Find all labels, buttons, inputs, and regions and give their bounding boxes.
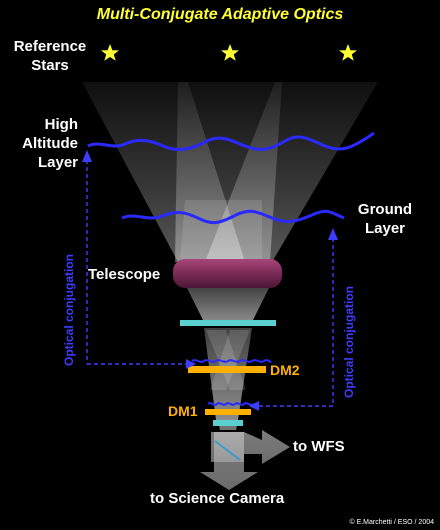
reference-stars-label: Reference Stars xyxy=(8,37,92,75)
left-conj-arrowhead-up xyxy=(82,150,92,162)
star-icon xyxy=(339,44,357,61)
credit-text: © E.Marchetti / ESO / 2004 xyxy=(349,519,434,526)
relay-mirror xyxy=(180,320,276,326)
star-icon xyxy=(221,44,239,61)
dm1-wavefront xyxy=(207,402,254,406)
collimator-optic xyxy=(213,420,243,426)
arrow-down-icon xyxy=(200,432,258,490)
dm1-mirror xyxy=(205,409,251,415)
high-altitude-turbulence xyxy=(87,131,375,151)
reference-stars-text: Reference Stars xyxy=(13,38,87,74)
page-title: Multi-Conjugate Adaptive Optics xyxy=(96,6,344,23)
beam-overlap xyxy=(180,200,262,262)
cone-upper xyxy=(186,286,270,322)
ground-layer-label: Ground Layer xyxy=(348,200,422,238)
cone-cross-a xyxy=(206,330,246,390)
star-icon xyxy=(101,44,119,61)
high-altitude-layer-label: High Altitude Layer xyxy=(6,115,78,172)
ground-layer-text: Ground Layer xyxy=(357,201,413,237)
to-wfs-label: to WFS xyxy=(293,438,345,455)
high-altitude-layer-text: High Altitude Layer xyxy=(22,116,78,171)
right-conj-arrowhead-left xyxy=(249,401,259,411)
beam-right xyxy=(205,82,378,262)
reference-stars xyxy=(101,44,357,61)
dm2-mirror xyxy=(188,366,266,373)
right-conjugation-path xyxy=(258,238,334,407)
optical-conjugation-right-label: Optical conjugation xyxy=(342,286,356,399)
cone-lower xyxy=(204,328,252,420)
optical-conjugation-left-label: Optical conjugation xyxy=(62,254,76,367)
telescope-label: Telescope xyxy=(88,266,161,283)
dm1-label: DM1 xyxy=(168,403,198,419)
telescope-lens xyxy=(173,259,282,288)
to-science-camera-label: to Science Camera xyxy=(150,490,285,507)
dm2-wavefront xyxy=(191,359,272,363)
ground-layer-turbulence xyxy=(121,209,345,225)
output-beams xyxy=(200,430,290,490)
left-conjugation-path xyxy=(86,160,186,365)
star-beams xyxy=(82,82,378,262)
left-conj-arrowhead-right xyxy=(186,359,196,369)
beam-splitter xyxy=(214,440,241,461)
right-conj-arrowhead-up xyxy=(328,228,338,240)
dm2-label: DM2 xyxy=(270,362,300,378)
